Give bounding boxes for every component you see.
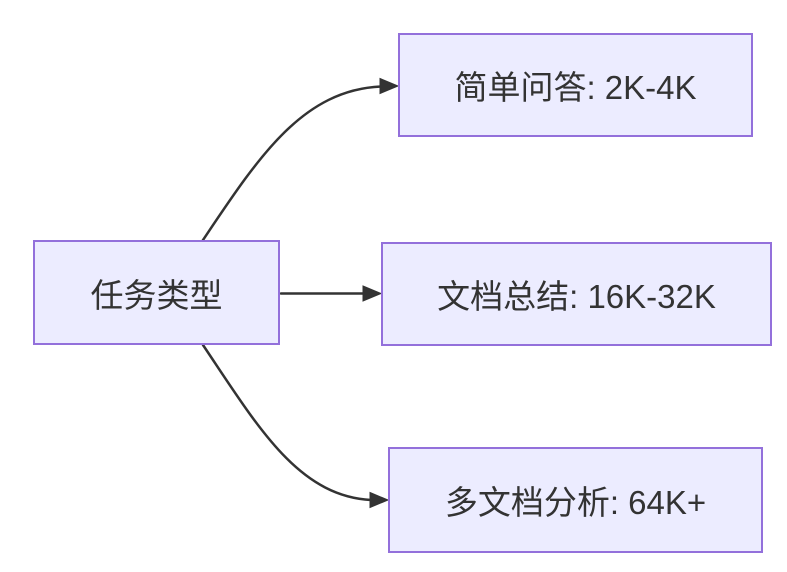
node-task-type-label: 任务类型 — [90, 276, 223, 314]
node-doc-summary-label: 文档总结: 16K-32K — [437, 278, 716, 315]
node-multi-doc-analysis: 多文档分析: 64K+ — [388, 447, 763, 553]
arrowhead-qa-icon — [379, 77, 400, 95]
edge-root-to-qa — [201, 85, 383, 242]
node-simple-qa: 简单问答: 2K-4K — [398, 33, 753, 137]
node-task-type: 任务类型 — [33, 240, 280, 345]
node-simple-qa-label: 简单问答: 2K-4K — [454, 69, 697, 106]
arrowhead-multi-icon — [369, 491, 390, 509]
node-multi-doc-analysis-label: 多文档分析: 64K+ — [444, 484, 707, 521]
node-doc-summary: 文档总结: 16K-32K — [381, 242, 772, 346]
edge-root-to-multi — [201, 343, 373, 502]
arrowhead-summary-icon — [362, 285, 383, 302]
